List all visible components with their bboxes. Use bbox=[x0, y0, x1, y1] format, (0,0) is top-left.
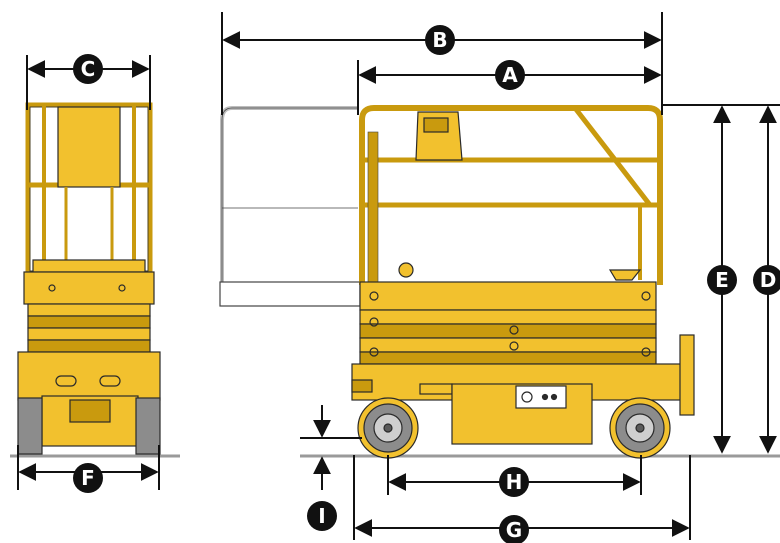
label-d: D bbox=[753, 265, 780, 295]
label-d-text: D bbox=[760, 268, 777, 292]
label-e-text: E bbox=[715, 268, 729, 292]
label-f: F bbox=[73, 463, 103, 493]
label-g-text: G bbox=[506, 518, 522, 542]
label-h-text: H bbox=[506, 470, 523, 494]
label-i: I bbox=[307, 501, 337, 531]
label-h: H bbox=[499, 467, 529, 497]
label-e: E bbox=[707, 265, 737, 295]
label-i-text: I bbox=[318, 504, 325, 528]
label-b-text: B bbox=[432, 28, 447, 52]
label-c-text: C bbox=[81, 57, 96, 81]
label-g: G bbox=[499, 515, 529, 543]
front-view bbox=[17, 102, 161, 455]
label-a-text: A bbox=[502, 63, 518, 87]
label-f-text: F bbox=[81, 466, 95, 490]
rear-wheel bbox=[357, 397, 419, 459]
front-wheel bbox=[609, 397, 671, 459]
dimension-labels: B A C E D F H I bbox=[73, 25, 780, 543]
label-b: B bbox=[425, 25, 455, 55]
label-a: A bbox=[495, 60, 525, 90]
side-view bbox=[219, 105, 695, 459]
label-c: C bbox=[73, 54, 103, 84]
